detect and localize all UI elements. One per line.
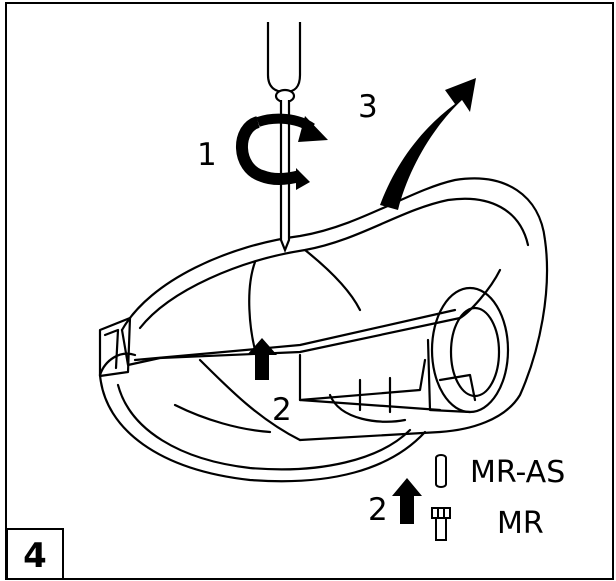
bolt-icon — [431, 507, 451, 541]
rotate-arrow-icon — [236, 113, 328, 190]
step-1-label: 1 — [197, 137, 217, 173]
screw-icon — [435, 454, 447, 488]
variant-mr-label: MR — [497, 506, 544, 541]
up-arrow-icon — [392, 478, 422, 524]
step-2-label-bottom: 2 — [368, 492, 388, 528]
step-number: 4 — [23, 536, 47, 576]
variant-mras-label: MR-AS — [470, 455, 566, 490]
screwdriver-icon — [266, 22, 302, 253]
step-2-label-left: 2 — [272, 392, 292, 428]
step-3-label: 3 — [358, 89, 378, 125]
curved-arrow-icon — [380, 78, 476, 210]
lamp-housing — [98, 177, 549, 483]
figure-frame — [5, 2, 614, 580]
step-number-box: 4 — [6, 528, 64, 580]
up-arrow-icon — [247, 338, 277, 380]
